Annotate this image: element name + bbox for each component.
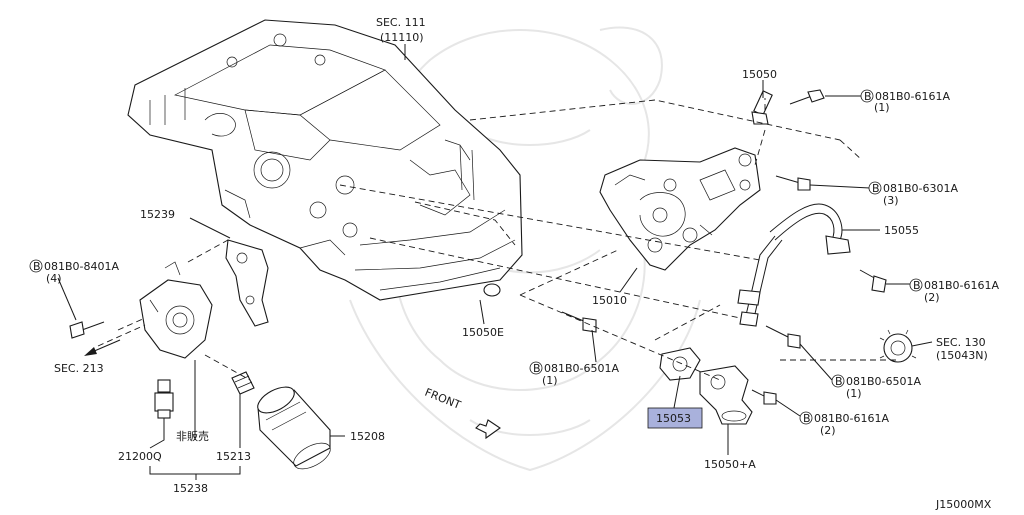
oil-pump	[599, 147, 761, 271]
arrow-sec213	[84, 339, 121, 356]
label-15050e: 15050E	[462, 326, 504, 339]
bolt-marker-letter: B	[872, 182, 880, 195]
label-bolt-6501-b: 081B0-6501A	[846, 375, 922, 388]
label-sec111: SEC. 111	[376, 16, 426, 29]
label-sec111-ref: (11110)	[380, 31, 424, 44]
bolt-marker-letter: B	[864, 90, 872, 103]
label-bolt-8401-qty: (4)	[46, 272, 62, 285]
label-bolt-6161-mid: 081B0-6161A	[924, 279, 1000, 292]
label-bolt-6301-qty: (3)	[883, 194, 899, 207]
bolt-6161-low	[751, 389, 777, 405]
label-sec213: SEC. 213	[54, 362, 104, 375]
label-bolt-6501-a-qty: (1)	[542, 374, 558, 387]
label-15050: 15050	[742, 68, 777, 81]
oil-pipe	[737, 203, 851, 327]
bolt-marker-icon	[529, 361, 543, 375]
bolt-marker-icon	[909, 278, 923, 292]
bolt-marker-letter: B	[913, 279, 921, 292]
label-bolt-6161-top-qty: (1)	[874, 101, 890, 114]
label-bolt-8401: 081B0-8401A	[44, 260, 120, 273]
oil-pressure-switch	[154, 379, 174, 419]
label-15208: 15208	[350, 430, 385, 443]
label-sec130-ref: (15043N)	[936, 349, 988, 362]
label-bolt-6501-b-qty: (1)	[846, 387, 862, 400]
label-not-for-sale: 非販売	[176, 430, 209, 443]
oil-strainer	[699, 365, 753, 425]
connector-15213	[231, 371, 255, 395]
diagram-id: J15000MX	[935, 498, 992, 511]
oil-filter-15208	[257, 386, 331, 470]
bolt-marker-icon	[831, 374, 845, 388]
bolt-6501-right	[765, 325, 801, 349]
leader-lines	[57, 44, 933, 480]
label-bolt-6161-low: 081B0-6161A	[814, 412, 890, 425]
bolt-pipe-right	[859, 269, 887, 293]
gasket-15239	[225, 239, 269, 327]
bolt-marker-letter: B	[803, 412, 811, 425]
label-bolt-6161-mid-qty: (2)	[924, 291, 940, 304]
label-15010: 15010	[592, 294, 627, 307]
label-bolt-6301: 081B0-6301A	[883, 182, 959, 195]
bolt-marker-letter: B	[533, 362, 541, 375]
plug-15050	[751, 90, 773, 125]
gasket-15053	[659, 347, 701, 381]
front-indicator	[475, 419, 501, 440]
bolt-marker-icon	[860, 89, 874, 103]
label-15238: 15238	[173, 482, 208, 495]
bolt-marker-letter: B	[835, 375, 843, 388]
bolt-top-right	[789, 89, 825, 105]
label-15055: 15055	[884, 224, 919, 237]
highlight-15053	[647, 407, 703, 429]
label-sec130: SEC. 130	[936, 336, 986, 349]
bolt-marker-icon	[799, 411, 813, 425]
bolt-marker-letter: B	[33, 260, 41, 273]
label-bolt-6501-a: 081B0-6501A	[544, 362, 620, 375]
bolt-marker-icon	[29, 259, 43, 273]
dashed-guides	[97, 98, 900, 381]
bolt-mid-right	[775, 175, 811, 191]
cylinder-block	[127, 19, 523, 301]
label-21200q: 21200Q	[118, 450, 162, 463]
label-15053: 15053	[656, 412, 691, 425]
oil-filter-bracket	[139, 261, 213, 359]
label-bolt-6161-low-qty: (2)	[820, 424, 836, 437]
o-ring-15050e	[483, 283, 501, 297]
front-label: FRONT	[423, 386, 463, 412]
bolt-8401	[69, 321, 105, 339]
sprocket-sec130	[879, 329, 917, 363]
label-15213: 15213	[216, 450, 251, 463]
label-bolt-6161-top: 081B0-6161A	[875, 90, 951, 103]
label-15050a: 15050+A	[704, 458, 756, 471]
bolt-marker-icon	[868, 181, 882, 195]
label-15239: 15239	[140, 208, 175, 221]
